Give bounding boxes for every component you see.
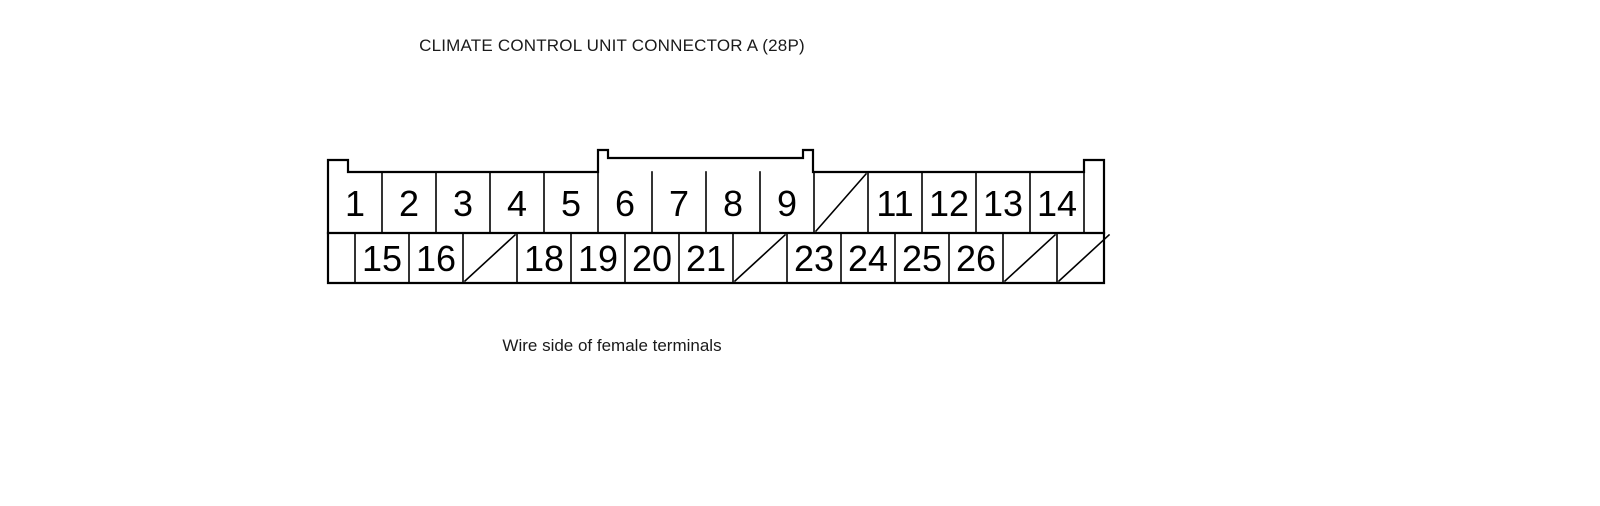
- blank-pin-slash: [463, 233, 517, 283]
- pin-number: 15: [362, 238, 402, 279]
- pin-number: 4: [507, 183, 527, 224]
- connector-outline: [326, 148, 1106, 285]
- pin-number: 19: [578, 238, 618, 279]
- pin-number: 1: [345, 183, 365, 224]
- pin-number: 3: [453, 183, 473, 224]
- pin-number: 13: [983, 183, 1023, 224]
- pin-number: 20: [632, 238, 672, 279]
- pin-number: 2: [399, 183, 419, 224]
- blank-pin-slash: [814, 172, 868, 233]
- pin-number: 24: [848, 238, 888, 279]
- connector-body-fill: [328, 172, 1104, 283]
- pin-number: 9: [777, 183, 797, 224]
- pin-number: 8: [723, 183, 743, 224]
- pin-number: 23: [794, 238, 834, 279]
- blank-pin-slash: [1057, 233, 1111, 283]
- pin-number: 12: [929, 183, 969, 224]
- pin-number: 11: [876, 183, 913, 224]
- pin-number: 26: [956, 238, 996, 279]
- page-title: CLIMATE CONTROL UNIT CONNECTOR A (28P): [419, 36, 805, 55]
- pin-number: 14: [1037, 183, 1077, 224]
- diagram-caption: Wire side of female terminals: [502, 336, 722, 355]
- pin-number: 16: [416, 238, 456, 279]
- pin-number: 5: [561, 183, 581, 224]
- blank-pin-slash: [1003, 233, 1057, 283]
- pin-number: 6: [615, 183, 635, 224]
- pin-number: 18: [524, 238, 564, 279]
- bottom-row: 15 16 18 19 20 21 23 24 25 26: [354, 232, 1111, 284]
- blank-pin-slash: [733, 233, 787, 283]
- pin-number: 7: [669, 183, 689, 224]
- pin-number: 25: [902, 238, 942, 279]
- pin-number: 21: [686, 238, 726, 279]
